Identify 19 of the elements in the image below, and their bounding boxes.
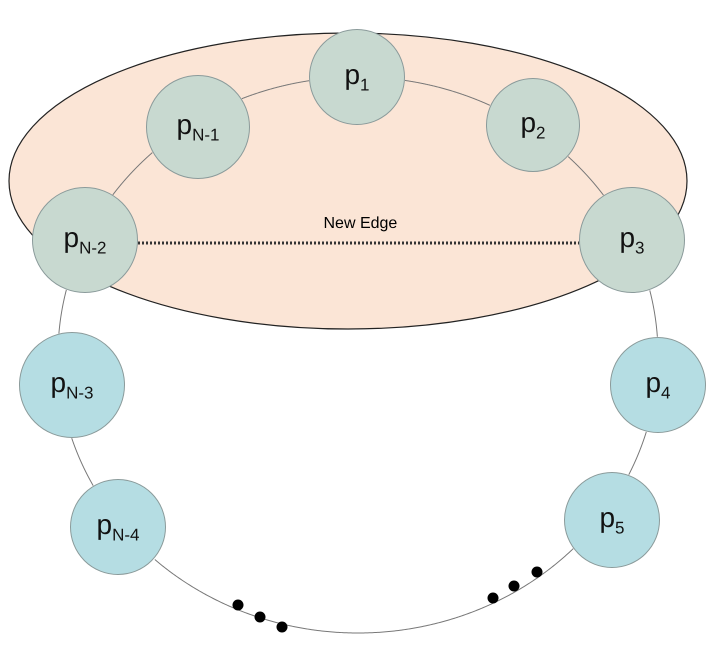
dotted-connector bbox=[138, 242, 579, 244]
process-label: p$_{1}$ bbox=[344, 58, 370, 96]
ring-connector bbox=[649, 290, 658, 338]
ring-connector bbox=[71, 438, 94, 486]
process-label: p$_{5}$ bbox=[599, 502, 625, 538]
process-label: p$_{N-3}$ bbox=[50, 366, 94, 404]
ring-connector bbox=[404, 80, 490, 106]
process-label: p$_{N-4}$ bbox=[96, 508, 140, 546]
process-label: p$_{2}$ bbox=[520, 106, 546, 144]
ring-connector bbox=[58, 289, 67, 334]
ring-connector bbox=[568, 156, 604, 196]
process-label: p$_{N-2}$ bbox=[64, 222, 106, 258]
process-label: p$_{N-1}$ bbox=[176, 108, 220, 146]
ring-connector bbox=[241, 80, 310, 100]
ring-connector bbox=[628, 431, 647, 476]
process-label: p$_{4}$ bbox=[645, 366, 671, 404]
ring-connector bbox=[112, 152, 153, 196]
process-label: p$_{3}$ bbox=[619, 222, 645, 258]
ring-connector bbox=[154, 548, 574, 634]
